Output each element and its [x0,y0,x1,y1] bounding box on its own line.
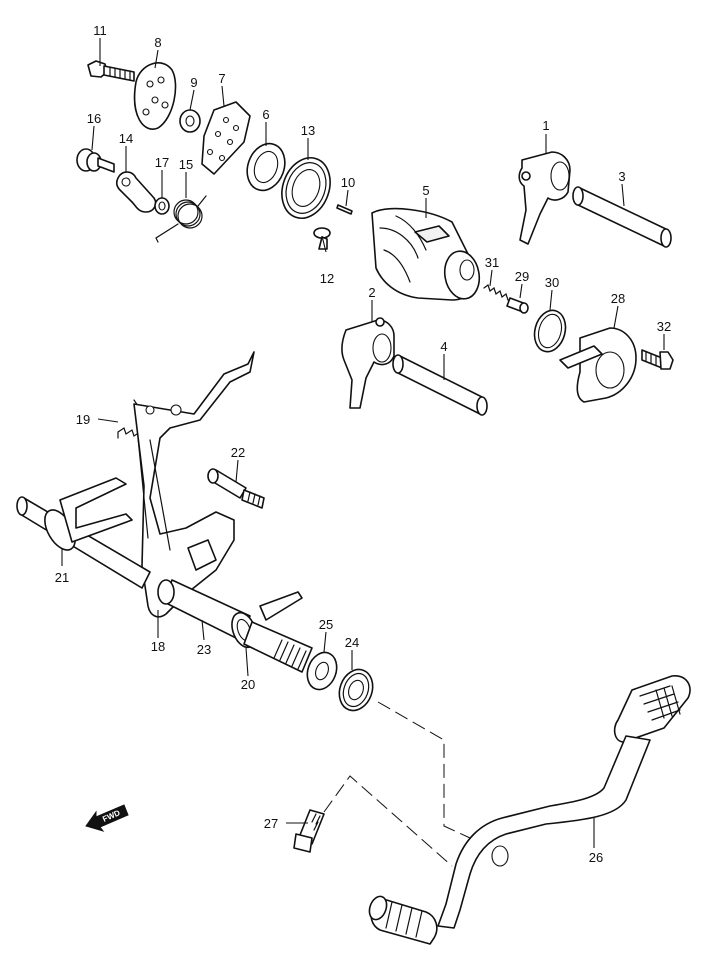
callout-12: 12 [320,271,334,286]
part-30-o-ring [533,309,567,353]
callout-14: 14 [119,131,133,146]
callout-29: 29 [515,269,529,284]
callout-16: 16 [87,111,101,126]
callout-11: 11 [93,23,107,38]
part-10-pin [336,204,353,215]
callout-15: 15 [179,157,193,172]
callout-20: 20 [241,677,255,692]
part-16-bolt [76,148,115,173]
callout-19: 19 [76,412,90,427]
callout-13: 13 [301,123,315,138]
callout-28: 28 [611,291,625,306]
leader-lines [61,38,665,848]
part-28-cam-guide [559,327,637,403]
part-26-gearshift-lever [368,675,691,945]
part-3-fork-shaft [572,186,672,248]
callout-18: 18 [151,639,165,654]
callout-4: 4 [440,339,447,354]
assembly-lines [323,701,471,867]
part-20-spline-shaft [231,611,313,673]
part-11-bolt [87,60,135,82]
fwd-arrow-icon: FWD [85,804,129,832]
part-4-fork-shaft [392,354,488,416]
callout-17: 17 [155,155,169,170]
callout-22: 22 [231,445,245,460]
callout-3: 3 [618,169,625,184]
part-18-shift-arm [133,351,255,618]
part-14-stopper-arm [115,171,157,213]
callout-9: 9 [190,75,197,90]
part-21-shaft [16,477,151,589]
part-5-shift-cam-drum [371,207,481,301]
part-24-oil-seal [338,668,374,712]
part-12-screw [313,227,331,250]
callout-27: 27 [264,816,278,831]
part-27-bolt [293,809,325,853]
part-9-bushing [179,109,201,133]
part-23-shaft [157,579,303,641]
part-17-washer [154,197,170,215]
callout-25: 25 [319,617,333,632]
callout-21: 21 [55,570,69,585]
part-25-washer [306,651,338,691]
part-15-return-spring [155,195,207,243]
part-6-bearing [246,142,286,192]
callout-23: 23 [197,642,211,657]
callout-10: 10 [341,175,355,190]
part-32-bolt [641,349,674,370]
callout-numbers: 1 2 3 4 5 6 7 8 9 10 11 12 13 14 15 16 1… [55,23,671,865]
part-22-pin-bolt [207,468,265,509]
part-29-pin [506,297,529,314]
callout-6: 6 [262,107,269,122]
part-13-oil-seal [281,157,331,219]
callout-5: 5 [422,183,429,198]
part-8-plate [133,62,177,130]
callout-1: 1 [542,118,549,133]
callout-30: 30 [545,275,559,290]
callout-24: 24 [345,635,359,650]
part-1-shift-fork [518,151,571,245]
callout-31: 31 [485,255,499,270]
callout-8: 8 [154,35,161,50]
callout-32: 32 [657,319,671,334]
callout-26: 26 [589,850,603,865]
callout-2: 2 [368,285,375,300]
part-2-shift-fork [341,317,395,409]
callout-7: 7 [218,71,225,86]
part-31-spring [483,284,509,301]
part-7-stopper-plate [201,101,251,175]
